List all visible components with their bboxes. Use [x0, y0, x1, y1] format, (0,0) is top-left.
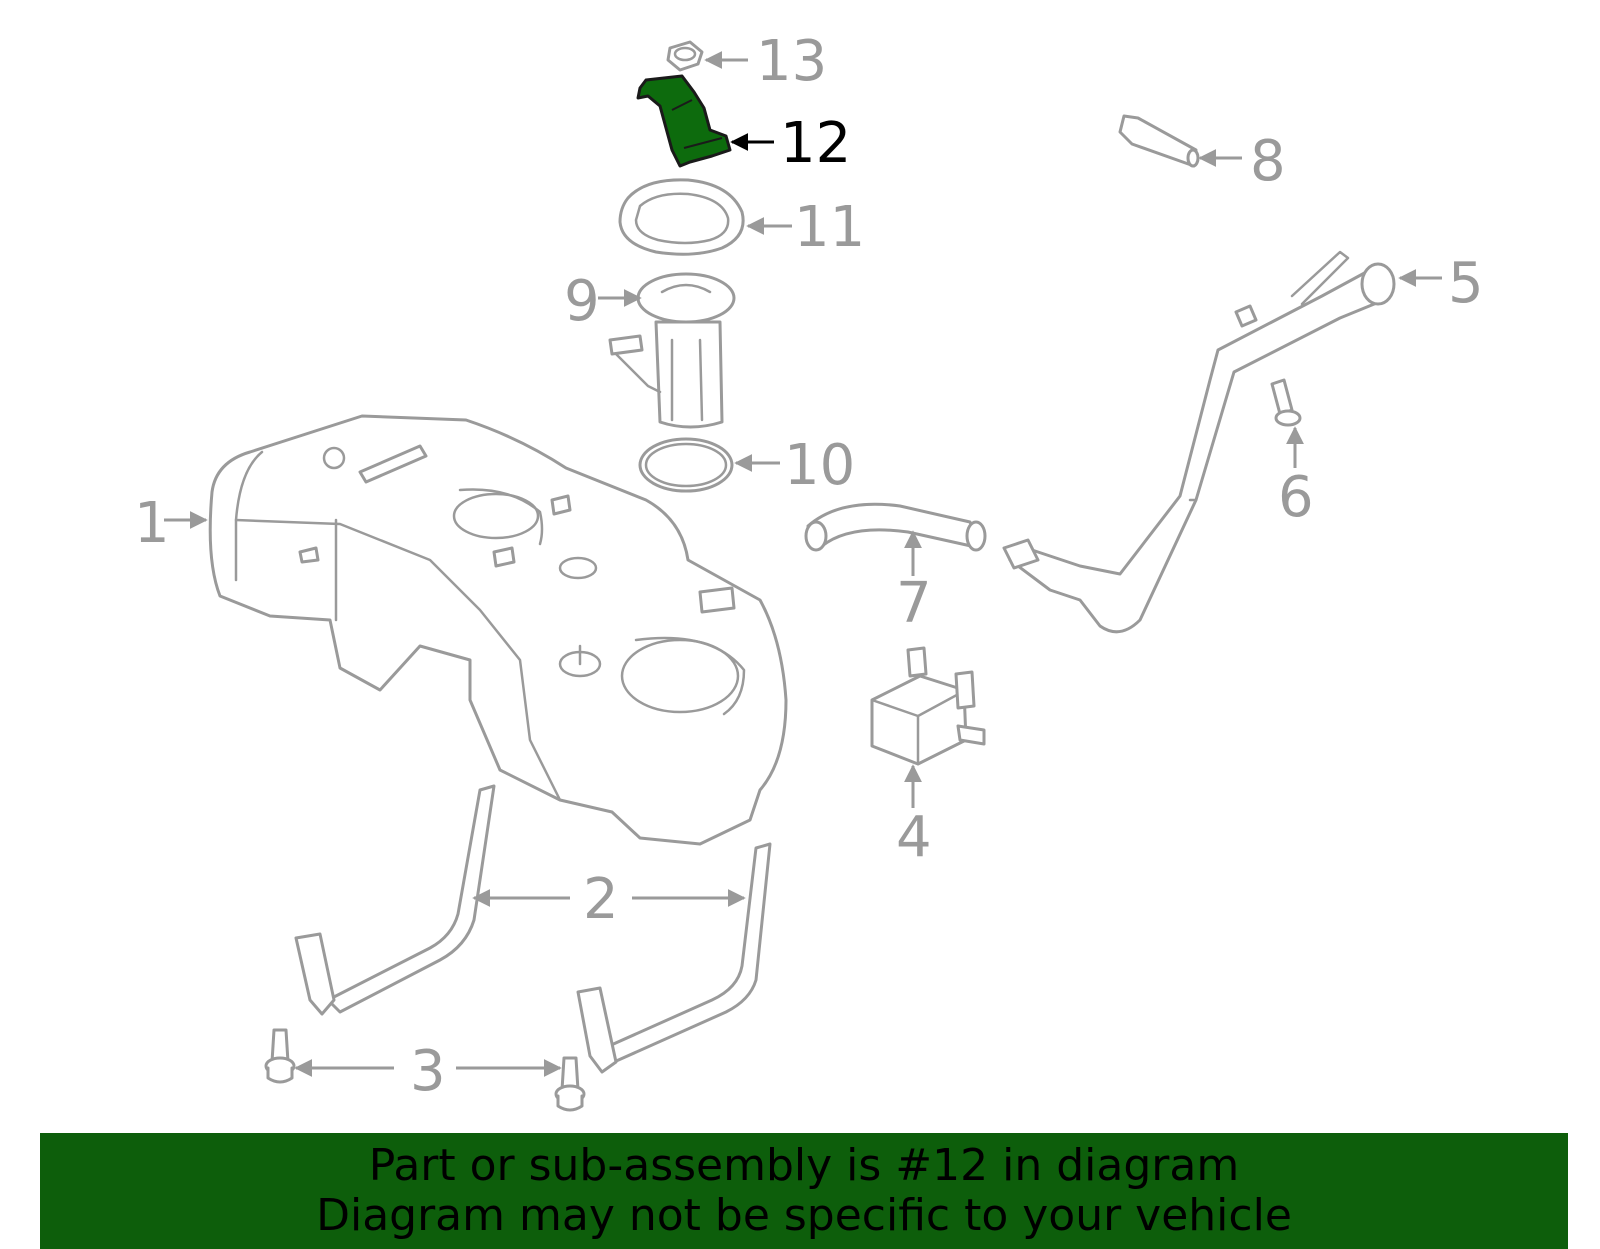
banner-line-1: Part or sub-assembly is #12 in diagram [368, 1140, 1240, 1191]
callout-6: 6 [1278, 465, 1314, 530]
callout-3: 3 [410, 1039, 446, 1104]
info-banner: Part or sub-assembly is #12 in diagram D… [40, 1133, 1568, 1249]
callout-10: 10 [784, 433, 855, 498]
callout-4: 4 [896, 805, 932, 870]
part-9-fuel-pump[interactable] [608, 272, 736, 429]
part-8-clip[interactable] [1118, 114, 1200, 168]
part-4-module[interactable] [870, 646, 986, 766]
part-6-bolt[interactable] [1270, 378, 1302, 427]
callout-7: 7 [896, 571, 932, 636]
part-1-fuel-tank[interactable] [208, 414, 788, 846]
part-3-bolt-left[interactable] [264, 1028, 296, 1084]
callout-5: 5 [1448, 251, 1484, 316]
callout-12: 12 [780, 111, 851, 176]
callout-9: 9 [564, 269, 600, 334]
part-11-lock-ring[interactable] [618, 178, 745, 256]
part-2-strap-right[interactable] [576, 842, 772, 1074]
part-3-bolt-right[interactable] [554, 1056, 586, 1112]
part-10-seal[interactable] [638, 437, 734, 493]
part-13-nut[interactable] [666, 40, 704, 72]
part-2-strap-left[interactable] [294, 784, 496, 1016]
part-12-bracket[interactable] [636, 74, 732, 168]
banner-line-2: Diagram may not be specific to your vehi… [316, 1190, 1292, 1241]
callout-2: 2 [583, 867, 619, 932]
part-5-filler-pipe[interactable] [1002, 250, 1396, 634]
callout-1: 1 [134, 491, 170, 556]
callout-8: 8 [1250, 129, 1286, 194]
callout-13: 13 [756, 29, 827, 94]
part-7-hose[interactable] [804, 502, 987, 552]
callout-11: 11 [794, 195, 865, 260]
